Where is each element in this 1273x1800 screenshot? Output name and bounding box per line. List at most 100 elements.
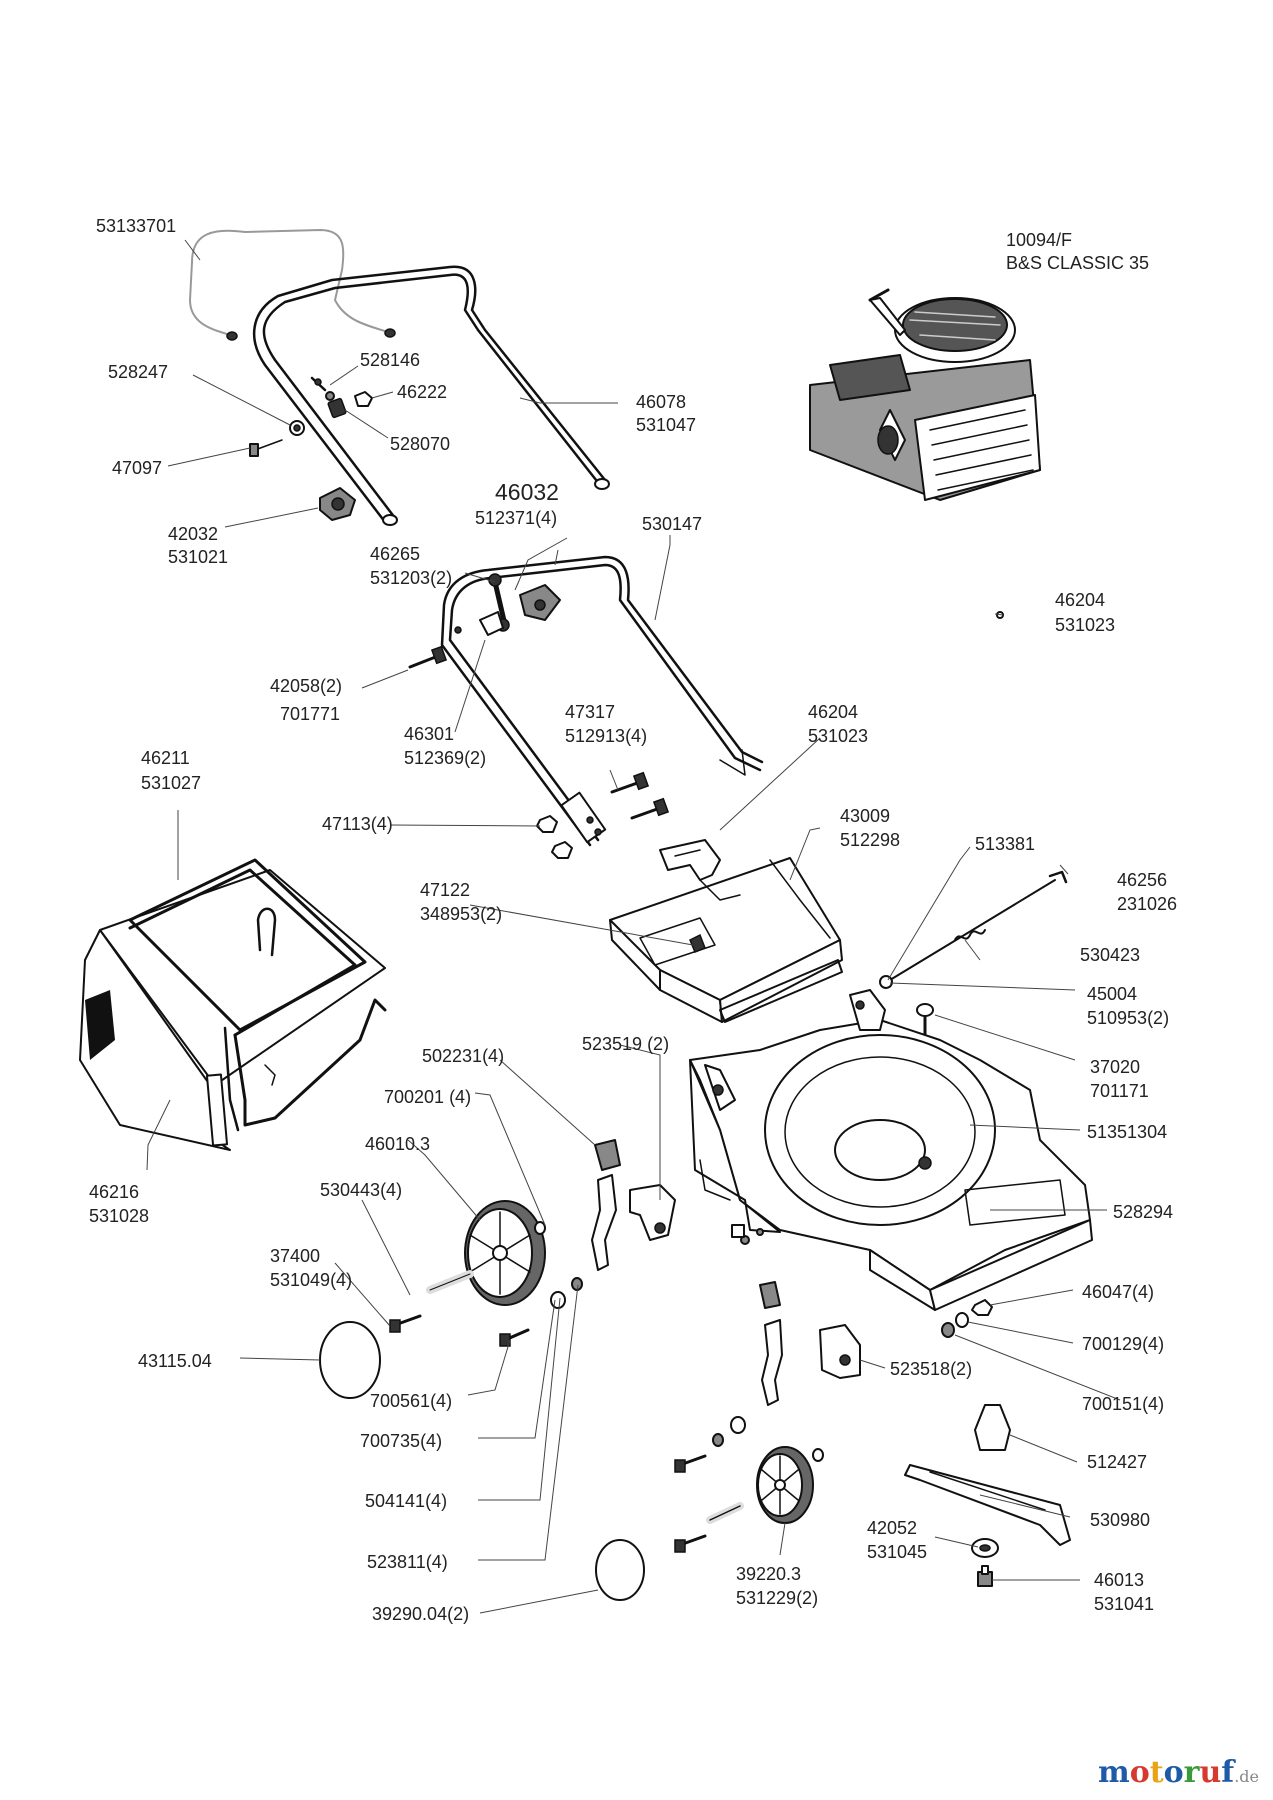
label-46013: 46013 — [1094, 1570, 1144, 1590]
leader-lines — [146, 239, 1121, 1614]
label-46265: 46265 — [370, 544, 420, 564]
label-37020: 37020 — [1090, 1057, 1140, 1077]
label-46216: 46216 — [89, 1182, 139, 1202]
front-wheel-drawing — [674, 1416, 824, 1553]
label-512913: 512913(4) — [565, 726, 647, 746]
hubcap-39290-drawing — [595, 1539, 645, 1601]
logo-letter: t — [1149, 1755, 1164, 1790]
logo-suffix: .de — [1234, 1767, 1259, 1786]
hubcap-43115-drawing — [319, 1321, 381, 1399]
logo-letter: o — [1163, 1755, 1184, 1790]
label-348953: 348953(2) — [420, 904, 502, 924]
label-700561: 700561(4) — [370, 1391, 452, 1411]
part-labels: 53133701 528247 528146 46222 528070 4709… — [89, 216, 1177, 1624]
label-701771: 701771 — [280, 704, 340, 724]
logo-letter: u — [1199, 1755, 1222, 1790]
label-531041: 531041 — [1094, 1594, 1154, 1614]
label-504141: 504141(4) — [365, 1491, 447, 1511]
rear-flap-drawing — [609, 839, 843, 1023]
label-45004: 45004 — [1087, 984, 1137, 1004]
label-531049: 531049(4) — [270, 1270, 352, 1290]
label-46211: 46211 — [141, 748, 190, 768]
label-47122: 47122 — [420, 880, 470, 900]
label-531028: 531028 — [89, 1206, 149, 1226]
label-531027: 531027 — [141, 773, 201, 793]
handle-ghost-drawing — [188, 228, 396, 341]
label-530443: 530443(4) — [320, 1180, 402, 1200]
label-42032: 42032 — [168, 524, 218, 544]
logo-letter: m — [1098, 1755, 1130, 1790]
label-531203: 531203(2) — [370, 568, 452, 588]
label-42058: 42058(2) — [270, 676, 342, 696]
label-46256: 46256 — [1117, 870, 1167, 890]
label-231026: 231026 — [1117, 894, 1177, 914]
logo-text: motoruf — [1098, 1755, 1234, 1790]
label-37400: 37400 — [270, 1246, 320, 1266]
label-512369: 512369(2) — [404, 748, 486, 768]
screw-42058-drawing — [408, 645, 448, 669]
label-528146: 528146 — [360, 350, 420, 370]
label-531229: 531229(2) — [736, 1588, 818, 1608]
label-42052: 42052 — [867, 1518, 917, 1538]
logo-letter: r — [1183, 1755, 1200, 1790]
clips-brackets-drawing — [591, 1139, 861, 1406]
upper-handle-drawing — [252, 265, 610, 526]
label-47317: 47317 — [565, 702, 615, 722]
label-512371: 512371(4) — [475, 508, 557, 528]
bolts-47317-drawing — [536, 771, 670, 859]
label-39290-04: 39290.04(2) — [372, 1604, 469, 1624]
label-530980: 530980 — [1090, 1510, 1150, 1530]
label-531021: 531021 — [168, 547, 228, 567]
label-51351304: 51351304 — [1087, 1122, 1167, 1142]
label-700735: 700735(4) — [360, 1431, 442, 1451]
blade-drawing — [904, 1464, 1071, 1587]
label-700129: 700129(4) — [1082, 1334, 1164, 1354]
label-528070: 528070 — [390, 434, 450, 454]
label-531045: 531045 — [867, 1542, 927, 1562]
label-531023-flap: 531023 — [808, 726, 868, 746]
label-531047: 531047 — [636, 415, 696, 435]
rear-wheel-drawing — [389, 1200, 583, 1347]
label-523811: 523811(4) — [367, 1552, 448, 1572]
label-528247: 528247 — [108, 362, 168, 382]
label-39220-3: 39220.3 — [736, 1564, 801, 1584]
label-700201: 700201 (4) — [384, 1087, 471, 1107]
logo-letter: o — [1129, 1755, 1150, 1790]
label-530147: 530147 — [642, 514, 702, 534]
logo-letter: f — [1221, 1755, 1235, 1790]
label-46204-flap: 46204 — [808, 702, 858, 722]
lower-handle-drawing — [440, 555, 764, 847]
label-513381: 513381 — [975, 834, 1035, 854]
label-46301: 46301 — [404, 724, 454, 744]
label-46078: 46078 — [636, 392, 686, 412]
label-510953: 510953(2) — [1087, 1008, 1169, 1028]
deck-hardware-drawing — [941, 1299, 1011, 1451]
label-43009: 43009 — [840, 806, 890, 826]
label-43115-04: 43115.04 — [138, 1351, 212, 1371]
label-512298: 512298 — [840, 830, 900, 850]
label-46204-small: 46204 — [1055, 590, 1105, 610]
engine-drawing — [809, 288, 1041, 501]
handle-hardware-drawing — [249, 376, 373, 457]
label-512427: 512427 — [1087, 1452, 1147, 1472]
label-53133701: 53133701 — [96, 216, 176, 236]
label-528294: 528294 — [1113, 1202, 1173, 1222]
label-47113: 47113(4) — [322, 814, 393, 834]
label-700151: 700151(4) — [1082, 1394, 1164, 1414]
mower-deck-drawing — [689, 989, 1093, 1311]
label-523518: 523518(2) — [890, 1359, 972, 1379]
knob-drawing — [319, 487, 356, 521]
motoruf-logo: motoruf.de — [1098, 1755, 1259, 1790]
cable-lever-drawing — [479, 573, 561, 636]
label-530423: 530423 — [1080, 945, 1140, 965]
label-46032: 46032 — [495, 479, 559, 505]
cable-drawing — [879, 870, 1068, 989]
label-10094f: 10094/F — [1006, 230, 1072, 250]
label-bs-classic-35: B&S CLASSIC 35 — [1006, 253, 1149, 273]
label-46010-3: 46010.3 — [365, 1134, 430, 1154]
grass-bag-drawing — [79, 858, 387, 1151]
label-47097: 47097 — [112, 458, 162, 478]
label-531023-small: 531023 — [1055, 615, 1115, 635]
label-523519: 523519 (2) — [582, 1034, 669, 1054]
